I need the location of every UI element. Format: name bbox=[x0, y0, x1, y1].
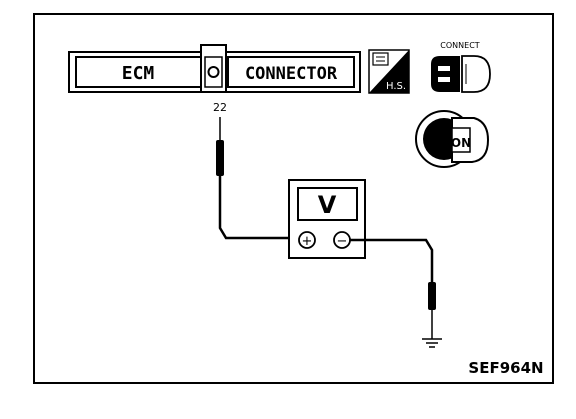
negative-sign: − bbox=[337, 234, 348, 249]
ignition-key-on-icon: ON bbox=[415, 110, 490, 168]
hs-label: H.S. bbox=[386, 81, 406, 92]
harness-side-icon: H.S. bbox=[368, 49, 410, 94]
key-on-label: ON bbox=[451, 136, 471, 150]
connect-caption: CONNECT bbox=[440, 41, 479, 50]
positive-lead-wire bbox=[218, 176, 295, 240]
meter-unit-label: V bbox=[318, 191, 337, 219]
ecm-label-box bbox=[75, 56, 202, 88]
connector-label: CONNECTOR bbox=[245, 64, 338, 84]
ecm-label: ECM bbox=[122, 63, 155, 84]
figure-code: SEF964N bbox=[468, 359, 543, 377]
meter-display bbox=[297, 187, 358, 221]
ground-symbol bbox=[422, 338, 442, 348]
positive-terminal bbox=[298, 231, 316, 249]
positive-probe bbox=[216, 117, 295, 240]
positive-sign: + bbox=[302, 234, 313, 249]
connector-label-box bbox=[227, 56, 355, 88]
voltmeter: V + − bbox=[288, 179, 366, 259]
negative-probe bbox=[350, 238, 436, 339]
connect-plug-icon: CONNECT bbox=[431, 41, 491, 93]
negative-lead-wire bbox=[350, 238, 434, 282]
ecm-connector: ECM CONNECTOR bbox=[68, 44, 361, 93]
outer-frame bbox=[33, 13, 554, 384]
terminal-number: 22 bbox=[213, 101, 227, 114]
terminal-pin-circle bbox=[207, 66, 220, 78]
